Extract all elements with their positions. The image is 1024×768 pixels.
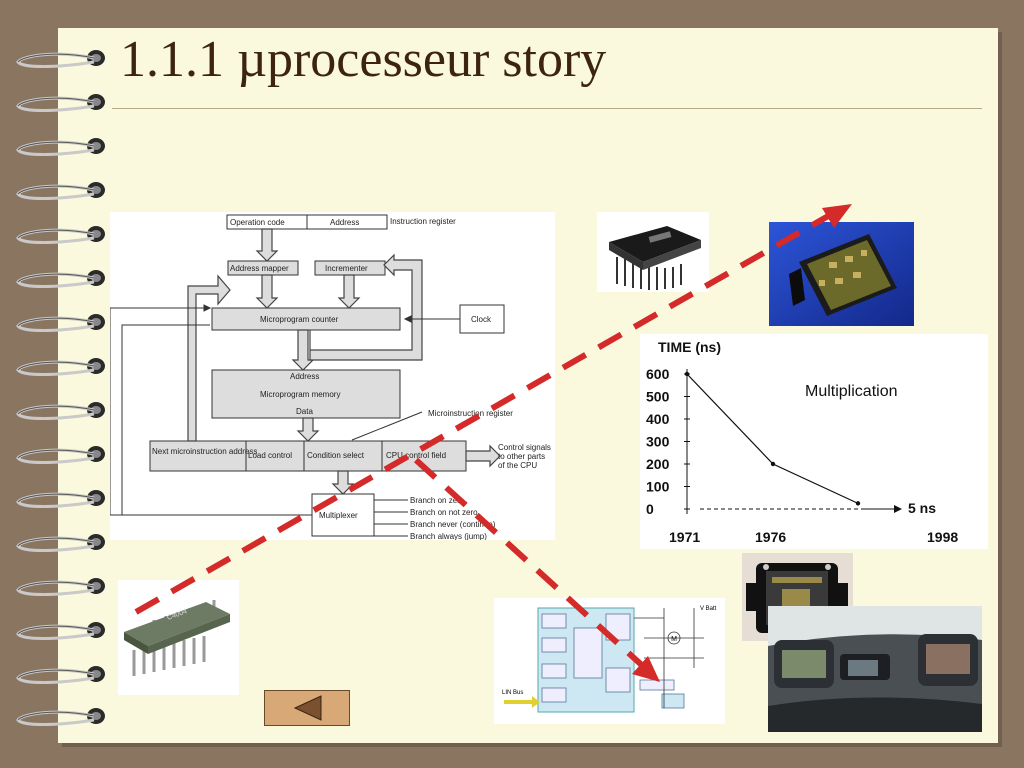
spiral-ring <box>16 48 106 78</box>
branch-arrowhead <box>632 656 660 682</box>
five-ns-arrowhead <box>894 505 902 513</box>
memory-data-label: Data <box>296 407 313 416</box>
y-tick-label: 0 <box>646 501 654 517</box>
y-tick-label: 600 <box>646 366 670 382</box>
data-point <box>684 371 690 377</box>
spiral-ring <box>16 224 106 254</box>
incrementer-label: Incrementer <box>325 264 368 273</box>
branch-label: Branch on zero <box>410 496 465 505</box>
address-field-label: Address <box>330 218 359 227</box>
control-signals-line-2: to other parts <box>498 452 545 461</box>
spiral-ring <box>16 444 106 474</box>
x-tick-label: 1998 <box>927 529 958 545</box>
spiral-ring <box>16 356 106 386</box>
y-tick-label: 100 <box>646 479 670 495</box>
address-mapper-label: Address mapper <box>230 264 289 273</box>
car-interior-photo <box>768 606 982 732</box>
spiral-ring <box>16 488 106 518</box>
spiral-ring <box>16 180 106 210</box>
branch-arrow <box>413 457 648 671</box>
clock-label: Clock <box>471 315 492 324</box>
main-arrowhead <box>822 204 852 228</box>
branch-label: Branch always (jump) <box>410 532 487 540</box>
multiplexer-label: Multiplexer <box>319 511 358 520</box>
microprogram-diagram: Operation code Address Instruction regis… <box>110 212 555 540</box>
memory-address-label: Address <box>290 372 319 381</box>
spiral-ring <box>16 312 106 342</box>
y-tick-label: 500 <box>646 389 670 405</box>
y-tick-label: 300 <box>646 434 670 450</box>
spiral-ring <box>16 706 106 736</box>
y-tick-label: 400 <box>646 411 670 427</box>
data-point <box>770 461 776 467</box>
data-point <box>855 501 861 506</box>
control-signals-line-1: Control signals <box>498 443 551 452</box>
op-code-label: Operation code <box>230 218 285 227</box>
x-tick-label: 1971 <box>669 529 700 545</box>
branch-label: Branch never (continue) <box>410 520 496 529</box>
y-tick-label: 200 <box>646 456 670 472</box>
spiral-ring <box>16 400 106 430</box>
branch-label: Branch on not zero <box>410 508 478 517</box>
microinstruction-register-label: Microinstruction register <box>428 409 513 418</box>
spiral-ring <box>16 620 106 650</box>
spiral-ring <box>16 92 106 122</box>
intel-4004-chip-photo: C4004 <box>118 580 239 695</box>
cpu-control-field-label: CPU control field <box>386 451 446 460</box>
back-button[interactable] <box>264 690 350 726</box>
multiplication-time-chart: TIME (ns) Multiplication 600 500 400 300 200… <box>640 334 988 549</box>
y-axis-title: TIME (ns) <box>658 339 721 355</box>
instruction-register-label: Instruction register <box>390 217 456 226</box>
main-timeline-arrow <box>134 212 832 615</box>
control-signals-line-3: of the CPU <box>498 461 537 470</box>
spiral-ring <box>16 664 106 694</box>
page-title: 1.1.1 µprocesseur story <box>120 31 607 88</box>
next-address-field-label: Next microinstruction address <box>152 447 257 456</box>
triangle-left-icon <box>293 695 322 721</box>
microprogram-memory-label: Microprogram memory <box>260 390 340 399</box>
chart-title: Multiplication <box>805 383 897 400</box>
processor-module-photo <box>597 212 709 292</box>
v-batt-label: V Batt <box>700 606 717 612</box>
condition-select-label: Condition select <box>307 451 365 460</box>
spiral-ring <box>16 136 106 166</box>
lin-bus-label: LIN Bus <box>502 690 523 696</box>
title-divider <box>112 108 982 109</box>
spiral-ring <box>16 532 106 562</box>
svg-text:M: M <box>671 636 677 643</box>
load-control-label: Load control <box>248 451 292 460</box>
spiral-ring <box>16 576 106 606</box>
spiral-ring <box>16 268 106 298</box>
five-ns-annotation: 5 ns <box>908 500 936 516</box>
motor-control-schematic: M V Batt LIN Bus <box>494 598 725 724</box>
x-tick-label: 1976 <box>755 529 786 545</box>
microprogram-counter-label: Microprogram counter <box>260 315 339 324</box>
